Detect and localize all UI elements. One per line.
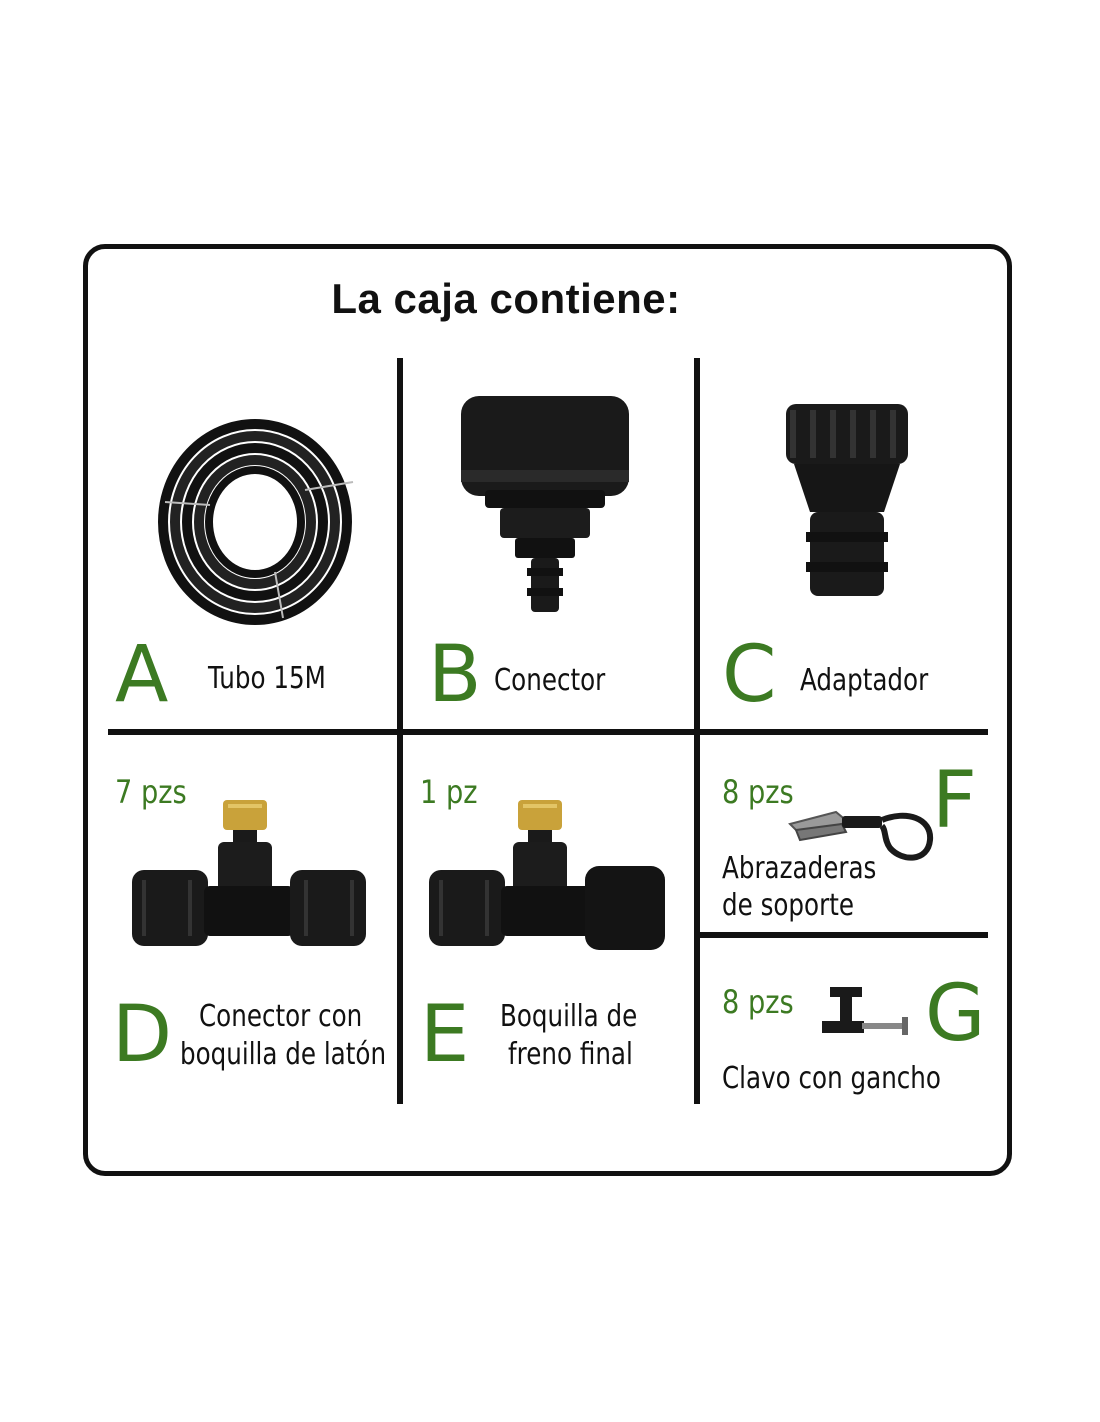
item-label-d-line1: Conector con bbox=[199, 999, 363, 1034]
item-letter-a: A bbox=[115, 630, 169, 720]
item-letter-d: D bbox=[112, 990, 173, 1080]
divider-horizontal-1 bbox=[108, 729, 988, 735]
item-letter-c: C bbox=[722, 630, 777, 720]
page-title: La caja contiene: bbox=[331, 275, 681, 322]
hose-adapter-icon bbox=[786, 404, 908, 596]
item-qty-e: 1 pz bbox=[420, 773, 478, 811]
item-qty-g: 8 pzs bbox=[722, 983, 794, 1021]
item-label-f-line2: de soporte bbox=[722, 888, 855, 923]
item-letter-e: E bbox=[420, 990, 470, 1080]
item-label-g: Clavo con gancho bbox=[722, 1061, 941, 1096]
support-clamp-icon bbox=[788, 810, 934, 861]
item-label-f-line1: Abrazaderas bbox=[722, 851, 877, 886]
item-label-b: Conector bbox=[494, 663, 606, 698]
item-label-e-line2: freno final bbox=[508, 1037, 633, 1072]
item-qty-f: 8 pzs bbox=[722, 773, 794, 811]
item-label-d-line2: boquilla de latón bbox=[180, 1037, 387, 1072]
item-qty-d: 7 pzs bbox=[115, 773, 187, 811]
item-letter-f: F bbox=[932, 756, 977, 846]
hook-nail-icon bbox=[822, 987, 908, 1035]
end-stop-nozzle-icon bbox=[429, 800, 665, 950]
contents-frame bbox=[83, 244, 1012, 1176]
tee-brass-nozzle-icon bbox=[132, 800, 366, 946]
item-label-c: Adaptador bbox=[800, 663, 929, 698]
item-letter-g: G bbox=[925, 969, 986, 1059]
item-label-e-line1: Boquilla de bbox=[500, 999, 638, 1034]
coiled-hose-icon bbox=[158, 419, 354, 625]
item-letter-b: B bbox=[428, 630, 482, 720]
item-label-a: Tubo 15M bbox=[208, 661, 326, 696]
faucet-connector-icon bbox=[461, 396, 629, 612]
divider-horizontal-2 bbox=[700, 932, 988, 938]
